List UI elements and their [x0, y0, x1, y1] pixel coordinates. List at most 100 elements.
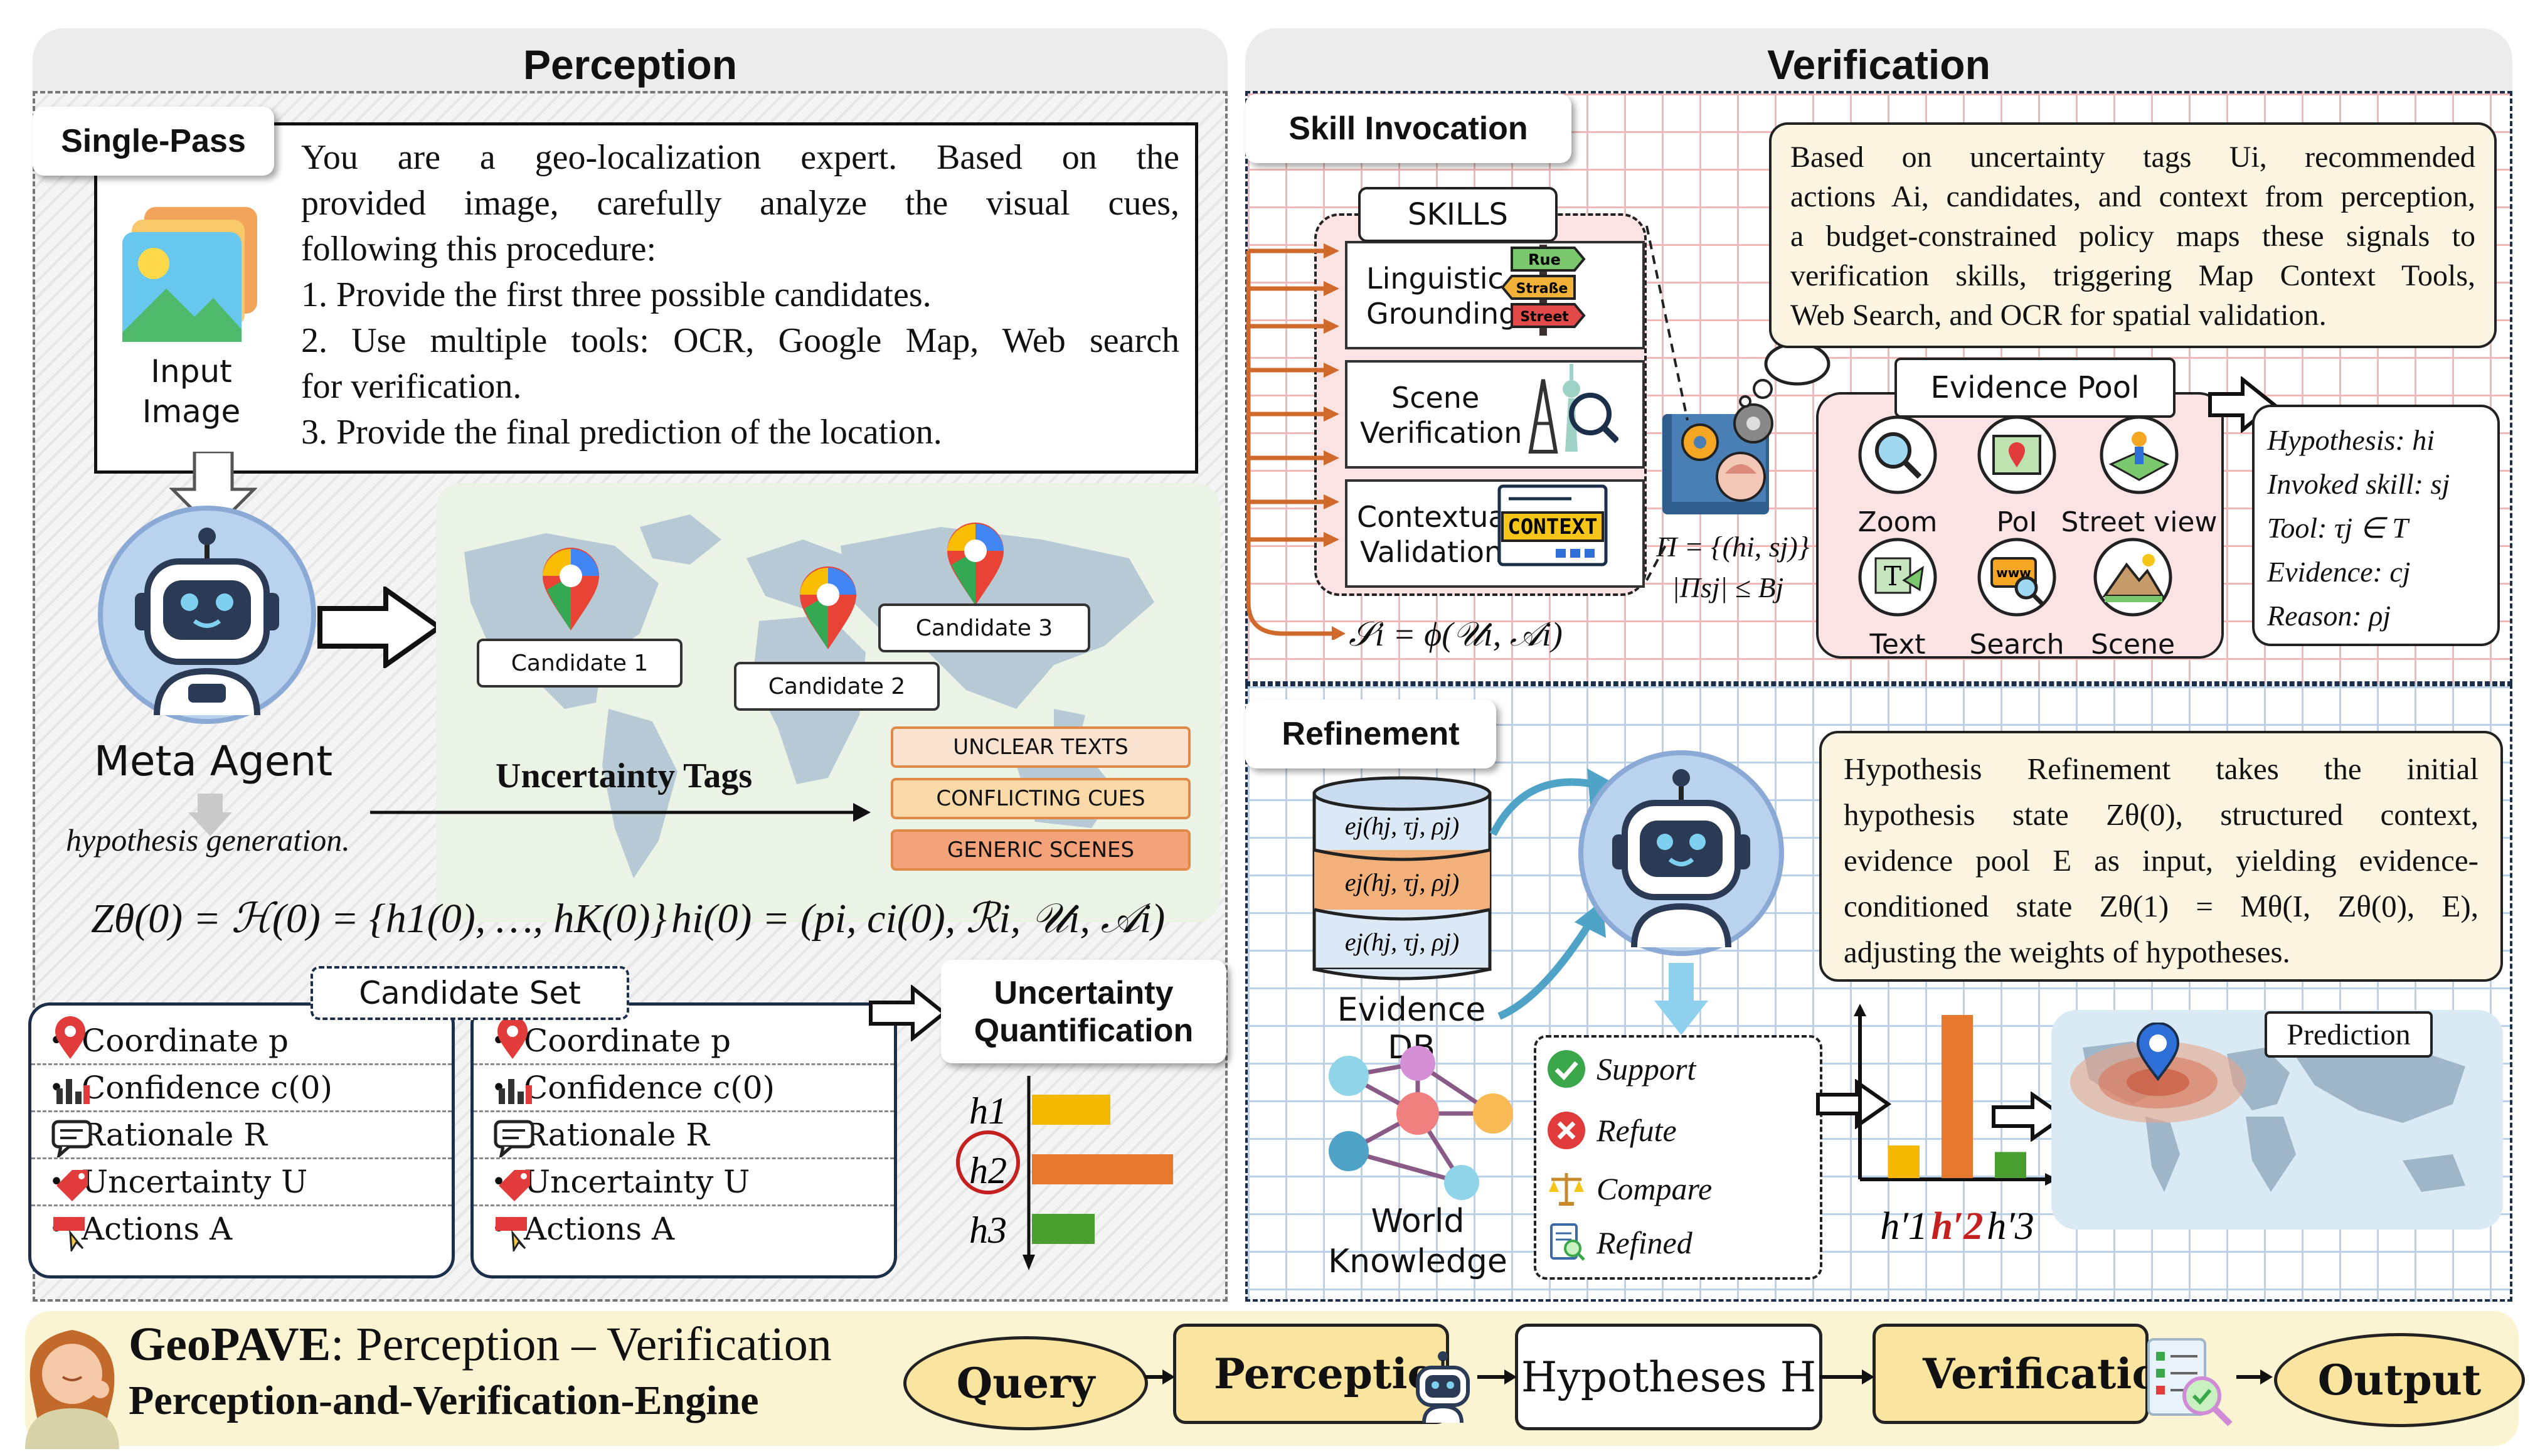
uncertainty-tag: UNCLEAR TEXTS — [891, 726, 1191, 768]
prompt-line: You are a geo-localization expert. Based… — [301, 138, 1179, 177]
skill-desc-line: verification skills, triggering Map Cont… — [1790, 259, 2475, 292]
action-icon — [53, 1217, 85, 1251]
evidence-tool-street-view[interactable]: Street view — [2051, 414, 2227, 538]
checklist-icon — [2147, 1338, 2233, 1427]
note-line: Reason: ρj — [2267, 600, 2391, 632]
flow-hypotheses: Hypotheses H — [1515, 1324, 1822, 1430]
refined-doc-icon — [1550, 1223, 1585, 1261]
candidate-2-label: Candidate 2 — [734, 662, 940, 711]
evidence-tool-label: PoI — [1996, 506, 2038, 538]
uq-bar-label: h1 — [969, 1090, 1007, 1132]
footer-subtitle: Perception-and-Verification-Engine — [129, 1378, 759, 1423]
prompt-line: 3. Provide the final prediction of the l… — [301, 413, 942, 452]
candidate-set-item: Confidence c(0) — [82, 1070, 333, 1106]
policy-formula-1: Π = {(hi, sj)} — [1656, 531, 1810, 563]
db-row: ej(hj, τj, ρj) — [1345, 928, 1459, 956]
location-pin-icon — [497, 1016, 528, 1059]
street-sign-icon: Rue Straße Street — [1501, 245, 1586, 336]
uncertainty-arrow — [370, 803, 871, 822]
evidence-tool-zoom[interactable]: Zoom — [1844, 414, 1951, 538]
verdict-refute: Refute — [1597, 1113, 1677, 1148]
skill-linguistic-grounding[interactable]: Linguistic Grounding — [1345, 241, 1645, 349]
candidate-set-row: •Coordinate p — [31, 1018, 452, 1065]
flow-output: Output — [2274, 1333, 2525, 1427]
uncertainty-tags-label: Uncertainty Tags — [496, 757, 753, 795]
right-arrow-icon — [317, 587, 442, 668]
refine-line: conditioned state Zθ(1) = Mθ(I, Zθ(0), E… — [1844, 889, 2479, 923]
skill-scene-verification[interactable]: Scene Verification — [1345, 360, 1645, 469]
result-bar-label: h′3 — [1987, 1205, 2034, 1248]
tag-icon — [499, 1170, 530, 1201]
candidate-set-row: •Uncertainty U — [31, 1159, 452, 1206]
skill-desc-line: Web Search, and OCR for spatial validati… — [1790, 299, 2327, 332]
right-arrow-icon — [1992, 1092, 2067, 1142]
uq-box: Uncertainty Quantification — [941, 960, 1226, 1063]
skill-line: Linguistic — [1366, 262, 1504, 295]
note-line: Invoked skill: sj — [2267, 468, 2450, 500]
tag-icon — [56, 1170, 88, 1201]
uq-bar-label: h3 — [969, 1209, 1007, 1251]
knowledge-graph-icon — [1329, 1046, 1513, 1200]
hypothesis-set-formula: Zθ(0) = ℋ(0) = {h1(0), …, hK(0)} — [91, 896, 667, 942]
prompt-line: for verification. — [301, 367, 522, 406]
note-line: Evidence: cj — [2267, 556, 2411, 588]
policy-book-icon — [1662, 403, 1773, 514]
skill-line: Contextual — [1357, 500, 1514, 534]
skill-selection-formula: 𝒮i = ϕ(𝒰i, 𝒜i) — [1349, 615, 1563, 653]
result-bar-label: h′1 — [1880, 1205, 1928, 1248]
prediction-label: Prediction — [2265, 1011, 2433, 1058]
evidence-tool-label: Street view — [2061, 506, 2218, 538]
prompt-line: provided image, carefully analyze the vi… — [301, 184, 1179, 223]
prompt-box — [94, 122, 1198, 474]
evidence-tool-poi[interactable]: PoI — [1963, 414, 2070, 538]
landmarks-icon — [1528, 364, 1618, 454]
refinement-description-box: Hypothesis Refinement takes the initial … — [1819, 731, 2503, 982]
uq-bar — [1032, 1095, 1110, 1125]
candidate-set-row: •Coordinate p — [474, 1018, 894, 1065]
evidence-db-icon: ej(hj, τj, ρj) ej(hj, τj, ρj) ej(hj, τj,… — [1312, 776, 1492, 980]
candidate-set-label: Candidate Set — [311, 966, 629, 1020]
evidence-record-note: Hypothesis: hi Invoked skill: sj Tool: τ… — [2252, 405, 2500, 646]
evidence-tool-label: Text — [1869, 629, 1926, 661]
svg-text:T: T — [1884, 561, 1901, 592]
uq-label-1: Uncertainty — [994, 974, 1174, 1011]
single-pass-label: Single-Pass — [33, 107, 274, 176]
world-knowledge-label: World Knowledge — [1311, 1201, 1524, 1282]
down-arrow-blue-icon — [1654, 963, 1708, 1035]
verdict-compare: Compare — [1597, 1171, 1713, 1206]
note-line: Hypothesis: hi — [2267, 424, 2435, 456]
result-bar-label: h′2 — [1931, 1205, 1984, 1248]
candidate-set-item: Confidence c(0) — [524, 1070, 775, 1106]
candidate-set-item: Uncertainty U — [82, 1164, 308, 1200]
meta-agent-robot-icon — [98, 506, 316, 724]
candidate-1-label: Candidate 1 — [477, 639, 683, 688]
map-pin-icon — [543, 548, 599, 630]
refinement-robot-icon — [1578, 750, 1784, 956]
candidate-set-box-2: •Coordinate p •Confidence c(0) •Rational… — [470, 1002, 897, 1278]
evidence-tool-text[interactable]: T Text — [1844, 536, 1951, 661]
small-robot-icon — [1416, 1351, 1470, 1423]
result-bar — [1888, 1145, 1920, 1178]
skills-box: Linguistic Grounding Scene Verification … — [1314, 213, 1647, 596]
flow-query: Query — [903, 1336, 1148, 1430]
map-pin-icon — [800, 566, 856, 649]
skill-desc-line: a budget-constrained policy maps these s… — [1790, 220, 2475, 253]
input-image-label: Input Image — [142, 353, 241, 430]
skill-desc-line: Based on uncertainty tags Ui, recommende… — [1790, 141, 2475, 174]
uncertainty-tag: GENERIC SCENES — [891, 829, 1191, 871]
compare-scale-icon — [1549, 1173, 1584, 1206]
right-arrow-icon — [869, 985, 947, 1041]
scene-mountain-icon — [2093, 538, 2172, 617]
uq-bar — [1032, 1154, 1173, 1184]
policy-formula-2: |Πsj| ≤ Bj — [1672, 571, 1784, 603]
candidate-set-item: Coordinate p — [82, 1023, 289, 1059]
evidence-tool-search[interactable]: www Search — [1957, 536, 2076, 661]
candidate-set-row: •Actions A — [31, 1206, 452, 1251]
evidence-tool-scene[interactable]: Scene — [2076, 536, 2189, 661]
footer-title-bold: GeoPAVE — [129, 1318, 331, 1371]
skill-line: Verification — [1360, 416, 1522, 450]
perception-title: Perception — [523, 41, 738, 88]
candidate-set-item: Uncertainty U — [524, 1164, 750, 1200]
uncertainty-tag: CONFLICTING CUES — [891, 778, 1191, 819]
